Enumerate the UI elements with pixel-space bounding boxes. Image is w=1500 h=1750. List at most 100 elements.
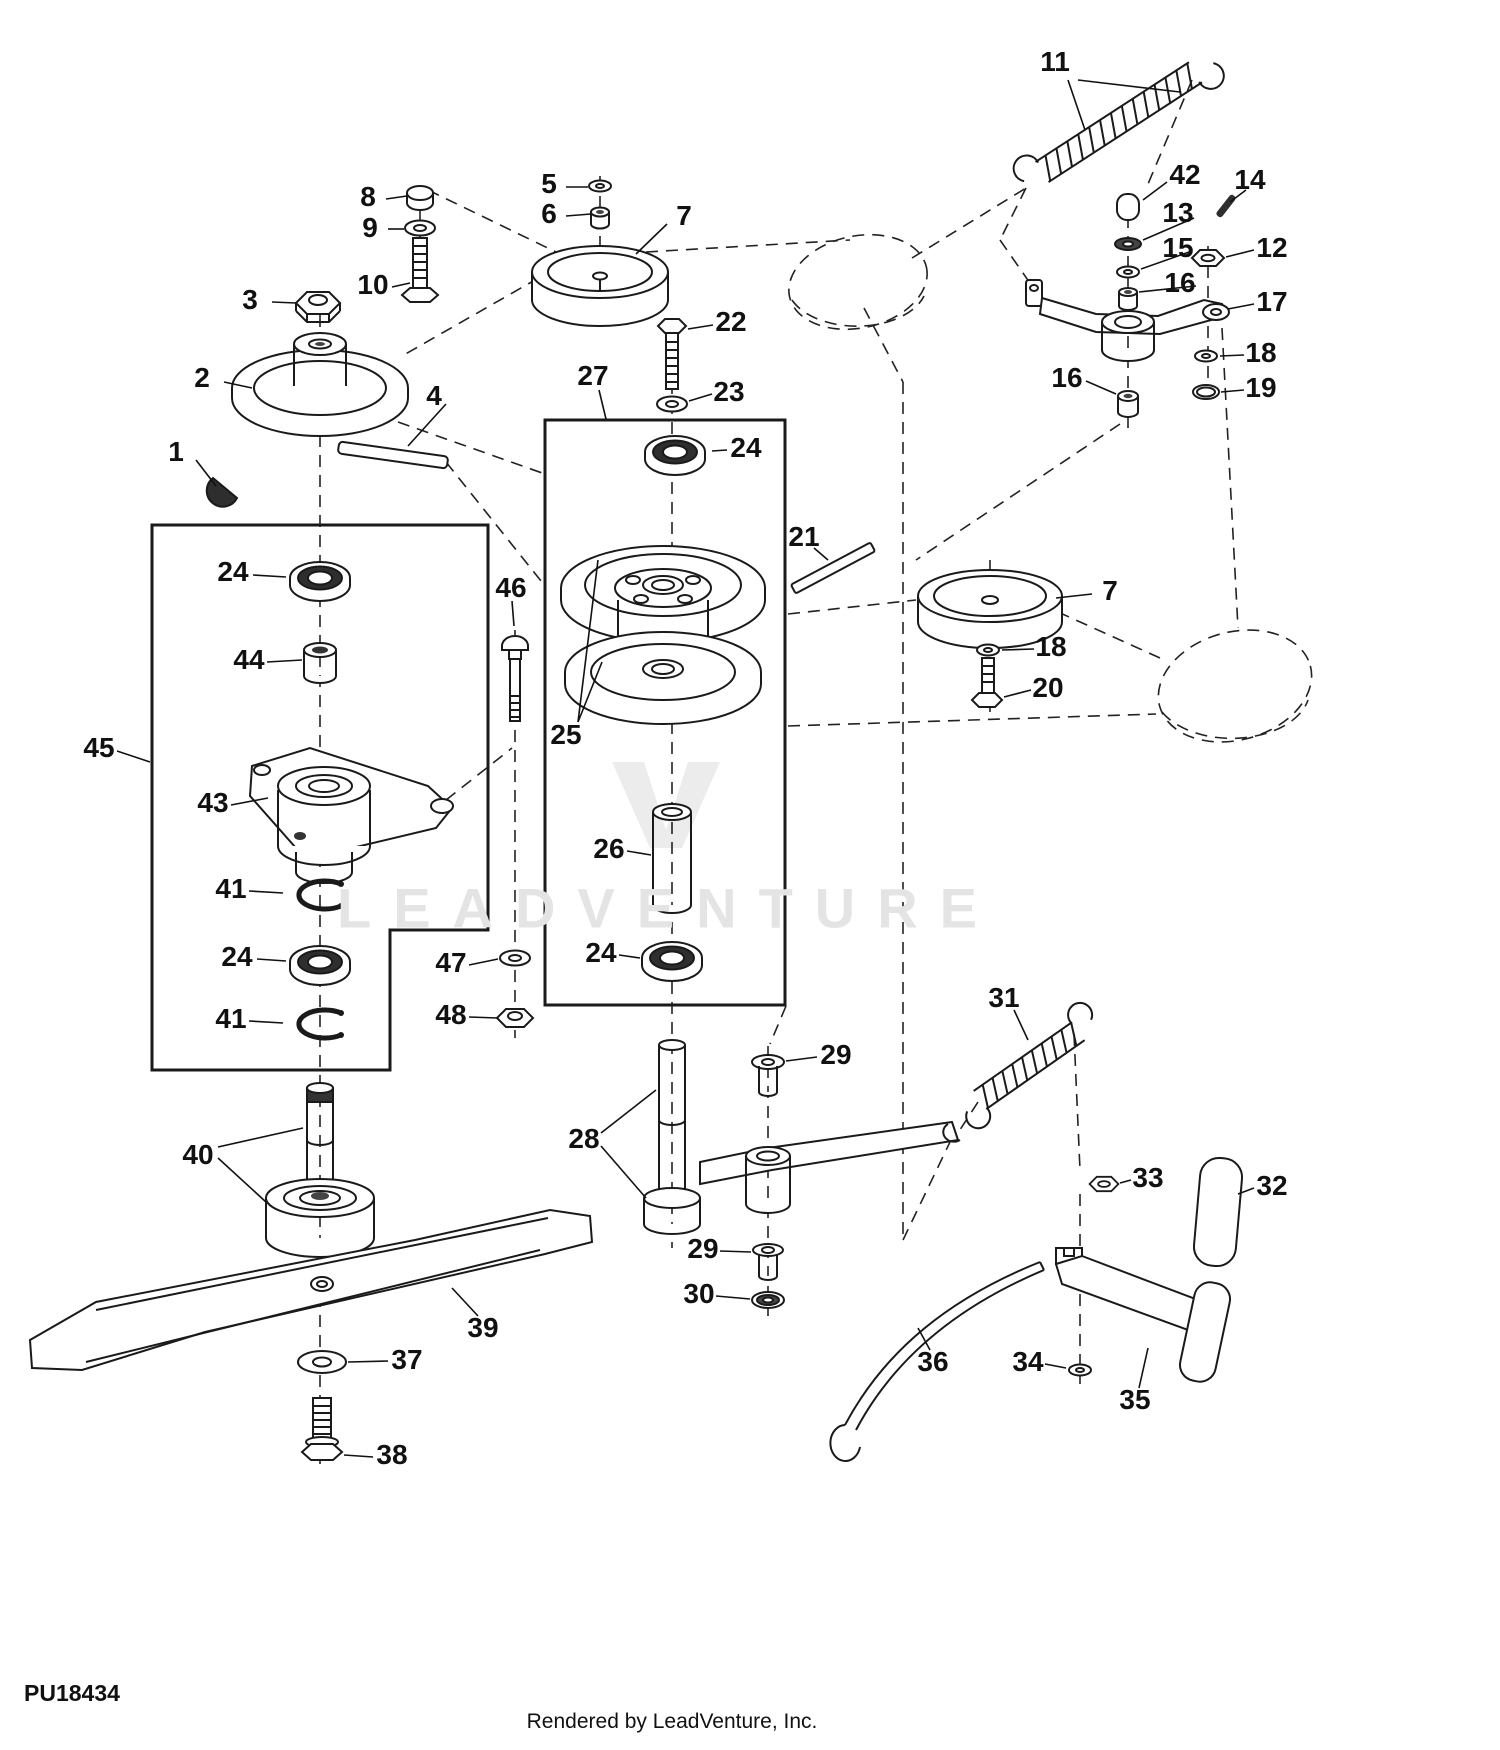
part-washer-18-a [1194, 349, 1218, 363]
part-bushing-29-b [752, 1243, 784, 1281]
callout-31: 31 [988, 982, 1020, 1013]
part-pin-14 [1216, 194, 1236, 218]
callout-22: 22 [715, 306, 747, 337]
leader-lines [116, 79, 1255, 1458]
part-hex-nut-33 [1088, 1175, 1120, 1193]
callout-6: 6 [541, 198, 557, 229]
callout-46: 46 [495, 572, 527, 603]
callout-29: 29 [820, 1039, 852, 1070]
part-spacer-44 [303, 642, 337, 684]
callout-36: 36 [917, 1346, 949, 1377]
callout-47: 47 [435, 947, 467, 978]
callout-25: 25 [550, 719, 582, 750]
callout-15: 15 [1162, 232, 1194, 263]
callout-19: 19 [1245, 372, 1277, 403]
part-hex-nut-48 [495, 1008, 535, 1028]
callout-1: 1 [168, 436, 184, 467]
part-spring-11 [1012, 61, 1225, 183]
part-spacer-26 [652, 803, 692, 914]
part-bushing-6 [590, 206, 610, 230]
dashed-centerlines [319, 79, 1313, 1464]
part-bearing-24-b [289, 561, 351, 602]
callout-14: 14 [1234, 164, 1266, 195]
callout-7: 7 [1102, 575, 1118, 606]
part-idler-arm-17 [1025, 279, 1230, 362]
callout-23: 23 [713, 376, 745, 407]
part-bushing-29-a [751, 1054, 785, 1097]
callout-37: 37 [391, 1344, 423, 1375]
callout-41: 41 [215, 873, 247, 904]
part-carriage-bolt-46 [501, 635, 529, 722]
part-hex-nut-12 [1191, 249, 1225, 267]
part-blade-39 [28, 1208, 594, 1372]
group-box-45 [150, 523, 490, 1072]
callout-8: 8 [360, 181, 376, 212]
callout-44: 44 [233, 644, 265, 675]
callout-33: 33 [1132, 1162, 1164, 1193]
belt-loop-top [788, 233, 928, 331]
callout-20: 20 [1032, 672, 1064, 703]
part-bearing-24-d [641, 941, 703, 982]
callout-39: 39 [467, 1312, 499, 1343]
callout-24: 24 [585, 937, 617, 968]
callout-18: 18 [1245, 337, 1277, 368]
callout-38: 38 [376, 1439, 408, 1470]
callout-24: 24 [217, 556, 249, 587]
callout-34: 34 [1012, 1346, 1044, 1377]
callout-11: 11 [1040, 46, 1070, 77]
part-cap-nut-8 [406, 185, 434, 211]
footer-part-code: PU18434 [24, 1680, 120, 1706]
callout-7: 7 [676, 200, 692, 231]
callout-29: 29 [687, 1233, 719, 1264]
callout-32: 32 [1256, 1170, 1288, 1201]
callout-18: 18 [1035, 631, 1067, 662]
part-spring-31 [965, 1001, 1094, 1130]
callout-41: 41 [215, 1003, 247, 1034]
part-bolt-38 [300, 1397, 344, 1461]
part-washer-13 [1114, 237, 1142, 251]
group-box-27 [543, 418, 787, 1007]
callout-10: 10 [357, 269, 389, 300]
part-washer-5 [588, 179, 612, 193]
callout-45: 45 [83, 732, 115, 763]
part-bushing-16-a [1118, 287, 1138, 311]
part-lever-bracket-35 [1054, 1247, 1232, 1383]
part-woodruff-key-1 [205, 476, 239, 508]
part-bolt-20 [970, 657, 1004, 708]
watermark-logo [612, 762, 720, 848]
callout-16: 16 [1164, 267, 1196, 298]
footer-credit: Rendered by LeadVenture, Inc. [526, 1710, 818, 1733]
callout-40: 40 [182, 1139, 214, 1170]
part-lever-grip-32 [1192, 1156, 1244, 1268]
part-flat-idler-pulley-7-right [917, 569, 1063, 649]
part-bolt-22 [656, 318, 688, 390]
callout-42: 42 [1169, 159, 1201, 190]
part-cap-42 [1116, 193, 1140, 221]
callout-12: 12 [1256, 232, 1288, 263]
part-key-21 [790, 542, 876, 594]
part-washer-23 [656, 395, 688, 413]
callout-26: 26 [593, 833, 625, 864]
callout-30: 30 [683, 1278, 715, 1309]
callout-13: 13 [1162, 197, 1194, 228]
part-washer-9 [404, 219, 436, 237]
part-spindle-shaft-28 [643, 1039, 961, 1235]
callout-48: 48 [435, 999, 467, 1030]
part-washer-30 [751, 1291, 785, 1309]
callout-3: 3 [242, 284, 258, 315]
part-double-pulley-25 [560, 545, 766, 725]
callout-24: 24 [730, 432, 762, 463]
part-sheave-2 [231, 332, 409, 437]
callout-21: 21 [788, 521, 820, 552]
part-washer-47 [499, 949, 531, 967]
callout-35: 35 [1119, 1384, 1151, 1415]
part-key-4 [337, 440, 449, 470]
callout-5: 5 [541, 168, 557, 199]
part-washer-18-b [976, 643, 1000, 657]
belt-loop-right [1157, 629, 1313, 743]
part-flat-idler-pulley-7-top [531, 245, 669, 327]
callout-16: 16 [1051, 362, 1083, 393]
callout-24: 24 [221, 941, 253, 972]
part-bolt-10 [400, 237, 440, 303]
